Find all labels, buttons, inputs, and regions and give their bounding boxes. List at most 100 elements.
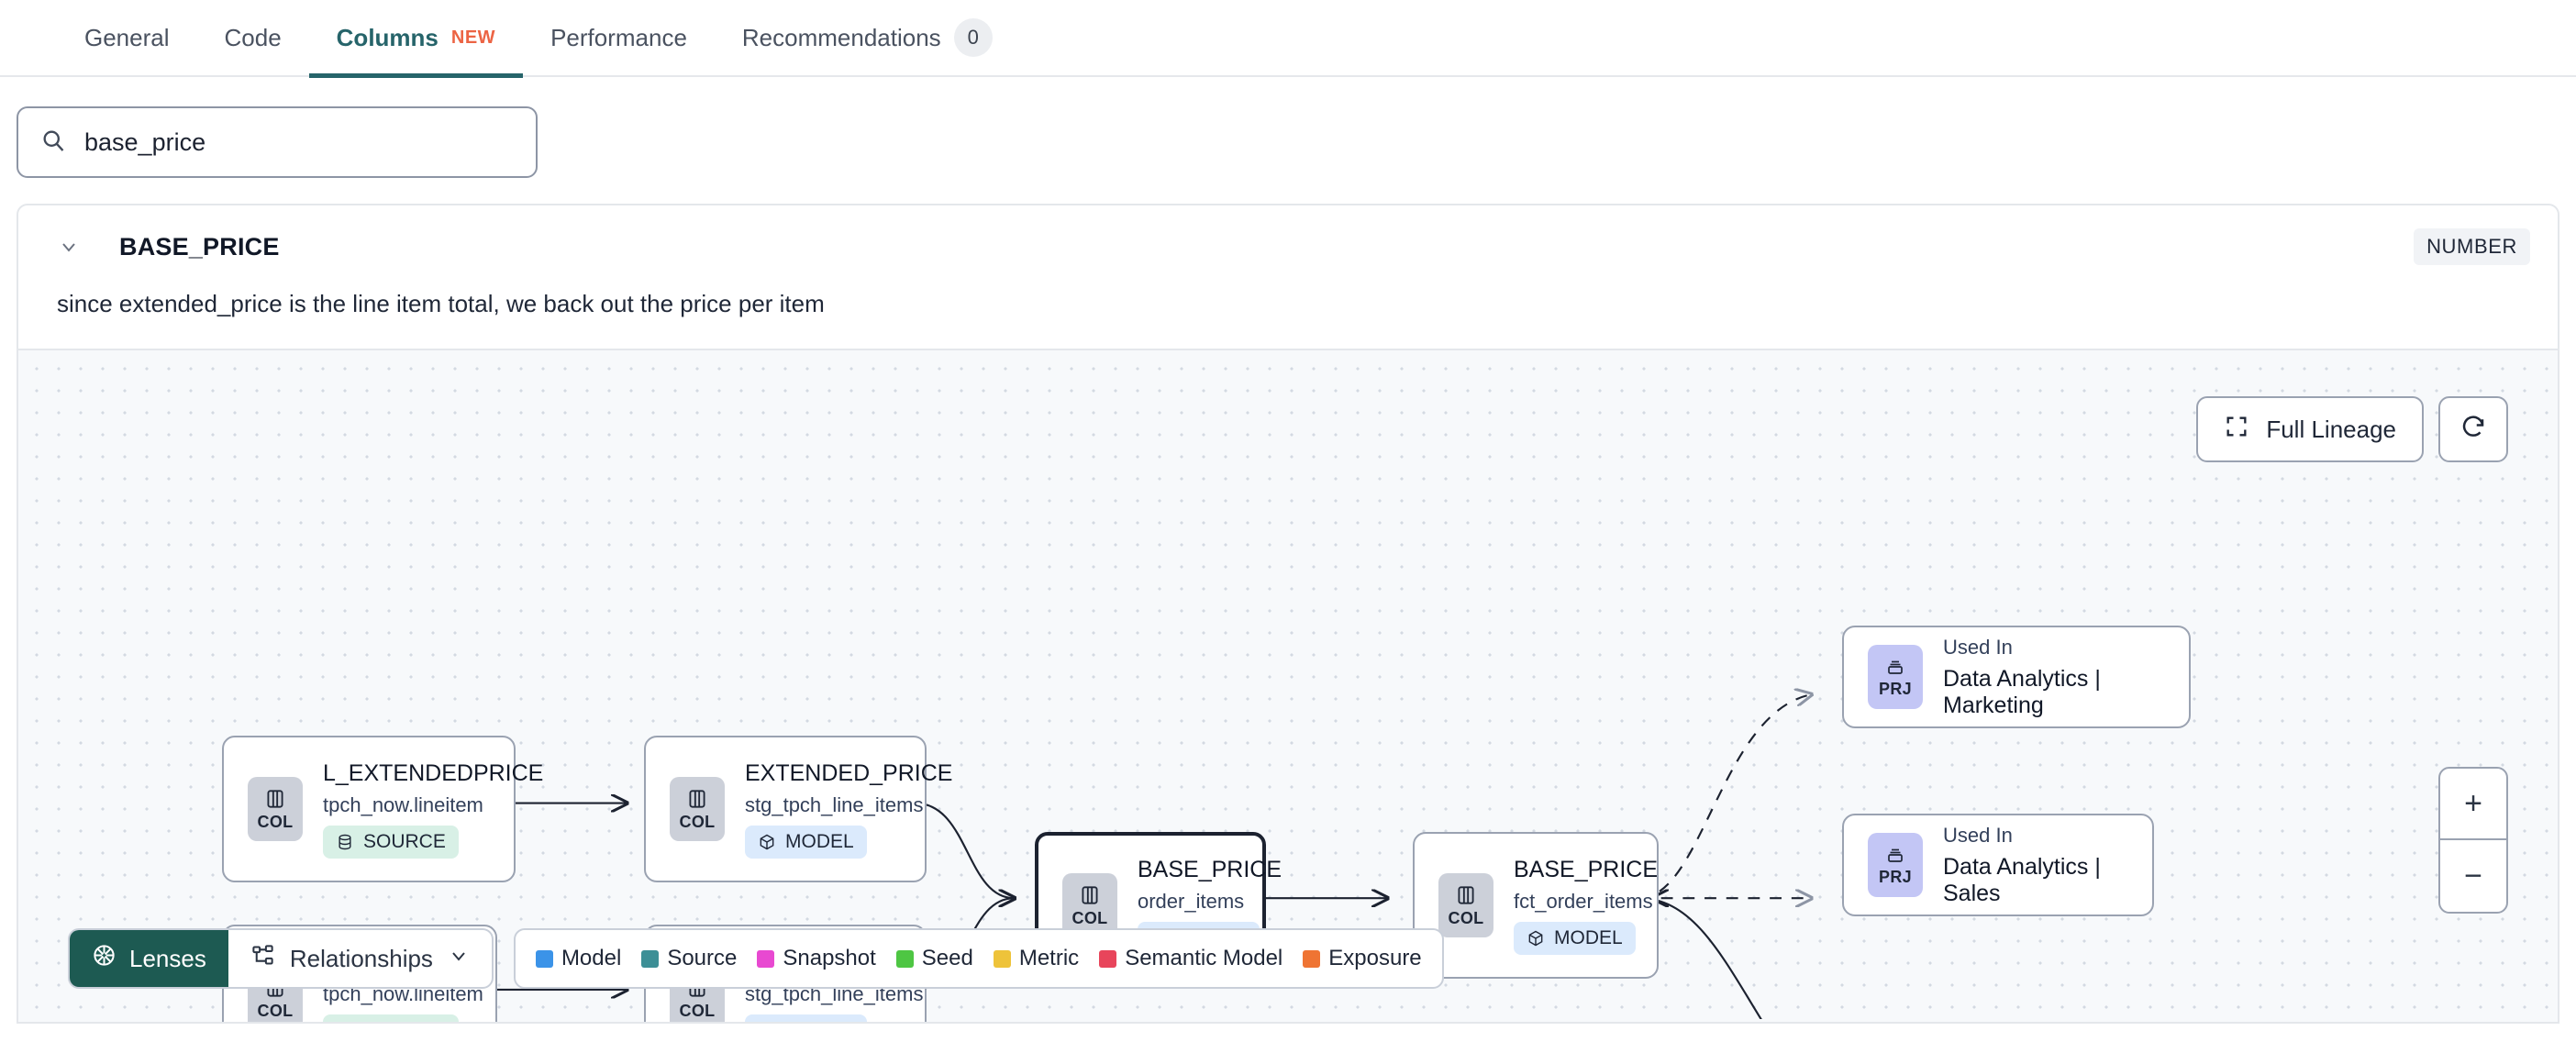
database-icon (339, 834, 351, 849)
chevron-down-icon (448, 945, 470, 973)
node-badge-source: SOURCE (323, 825, 459, 859)
node-subtitle: stg_tpch_line_items (745, 793, 924, 816)
legend-label: Metric (1018, 946, 1080, 970)
column-description: since extended_price is the line item to… (57, 290, 825, 317)
legend-item-exposure: Exposure (1303, 946, 1422, 971)
node-kind-label: COL (679, 812, 716, 831)
lineage-canvas[interactable]: COL L_EXTENDEDPRICE tpch_now.lineitem SO… (18, 349, 2558, 1022)
node-body: Used In Data Analytics | Marketing (1943, 636, 2165, 719)
node-title: EXTENDED_PRICE (745, 759, 953, 786)
node-badge-model: MODEL (1514, 921, 1636, 955)
full-lineage-button[interactable]: Full Lineage (2196, 396, 2424, 462)
node-badge-label: MODEL (1554, 926, 1623, 948)
page-title: BASE_PRICE (119, 232, 280, 260)
zoom-in-button[interactable]: + (2440, 769, 2506, 840)
node-kind-label: COL (679, 1001, 716, 1020)
node-badge-source: SOURCE (323, 1014, 459, 1023)
tab-label: Code (224, 23, 282, 51)
full-lineage-label: Full Lineage (2266, 415, 2396, 443)
node-badge-label: MODEL (785, 1020, 854, 1023)
tab-label: Recommendations (741, 23, 941, 51)
search-area (0, 77, 2576, 178)
node-kind-label: COL (257, 812, 294, 831)
new-badge: NEW (450, 27, 496, 48)
cube-icon (1528, 930, 1543, 946)
legend-item-snapshot: Snapshot (757, 946, 876, 971)
tab-bar: General Code Columns NEW Performance Rec… (0, 0, 2576, 78)
tab-recommendations[interactable]: Recommendations 0 (715, 0, 1020, 76)
prj-type-icon: PRJ (1868, 833, 1923, 897)
node-kind-label: COL (1071, 908, 1108, 927)
legend-label: Snapshot (783, 946, 876, 970)
tab-label: General (84, 23, 170, 51)
lenses-button[interactable]: Lenses (70, 930, 228, 987)
tab-label: Columns (336, 23, 439, 51)
tab-code[interactable]: Code (197, 0, 309, 76)
cube-icon (760, 834, 774, 849)
tab-columns[interactable]: Columns NEW (308, 0, 524, 78)
legend-label: Model (561, 946, 622, 970)
search-input[interactable] (84, 127, 514, 157)
zoom-out-button[interactable]: − (2464, 858, 2482, 893)
canvas-top-controls: Full Lineage (2196, 396, 2508, 462)
node-body: L_EXTENDEDPRICE tpch_now.lineitem SOURCE (323, 760, 543, 859)
col-type-icon: COL (1438, 873, 1493, 937)
legend-swatch (1303, 949, 1321, 968)
col-type-icon: COL (248, 777, 303, 841)
legend-item-model: Model (535, 946, 622, 971)
lineage-node-project-marketing[interactable]: PRJ Used In Data Analytics | Marketing (1842, 626, 2191, 728)
node-project-name: Data Analytics | Marketing (1943, 665, 2101, 718)
search-icon (40, 127, 66, 158)
node-subtitle: tpch_now.lineitem (323, 793, 483, 816)
lineage-node-base-price-fct-order-items[interactable]: COL BASE_PRICE fct_order_items MODEL (1413, 832, 1659, 979)
legend-swatch (641, 949, 660, 968)
tab-performance[interactable]: Performance (523, 0, 715, 76)
legend-label: Source (667, 946, 738, 970)
relationships-dropdown[interactable]: Relationships (228, 930, 492, 987)
col-type-icon: COL (1062, 873, 1117, 937)
lens-group: Lenses Relationships (68, 928, 494, 989)
node-body: Used In Data Analytics | Sales (1943, 824, 2128, 907)
col-type-icon: COL (670, 777, 725, 841)
node-kind-label: COL (257, 1001, 294, 1020)
node-title: L_EXTENDEDPRICE (323, 759, 544, 786)
node-badge-model: MODEL (745, 1014, 867, 1023)
lineage-node-extended-price[interactable]: COL EXTENDED_PRICE stg_tpch_line_items M… (644, 736, 952, 882)
cube-icon (758, 1022, 776, 1023)
refresh-button[interactable] (2438, 396, 2508, 462)
lineage-node-l-extendedprice[interactable]: COL L_EXTENDEDPRICE tpch_now.lineitem SO… (222, 736, 543, 882)
prj-type-icon: PRJ (1868, 645, 1923, 709)
node-kind-label: PRJ (1879, 867, 1912, 886)
node-title: BASE_PRICE (1138, 856, 1282, 882)
node-title: BASE_PRICE (1514, 856, 1659, 882)
node-badge-label: SOURCE (363, 1020, 446, 1023)
refresh-icon (2459, 414, 2487, 446)
node-kind-label: PRJ (1879, 679, 1912, 698)
legend-item-source: Source (641, 946, 737, 971)
legend-item-metric: Metric (993, 946, 1080, 971)
node-badge-label: SOURCE (363, 830, 446, 852)
node-badge-label: MODEL (785, 830, 854, 852)
search-box[interactable] (17, 106, 538, 178)
column-header: BASE_PRICE NUMBER (18, 205, 2558, 268)
relationships-label: Relationships (289, 944, 433, 972)
canvas-bottom-toolbar: Lenses Relationships (68, 928, 1444, 989)
node-kind-label: COL (1448, 908, 1484, 927)
lenses-label: Lenses (129, 944, 206, 972)
nodes-icon (250, 943, 275, 974)
node-subtitle: order_items (1138, 889, 1245, 913)
project-icon (1888, 660, 1903, 674)
lineage-node-project-sales[interactable]: PRJ Used In Data Analytics | Sales (1842, 814, 2154, 916)
legend-label: Semantic Model (1125, 946, 1283, 970)
column-card: BASE_PRICE NUMBER since extended_price i… (17, 204, 2559, 1024)
tab-general[interactable]: General (57, 0, 197, 76)
chevron-down-icon[interactable] (57, 235, 81, 259)
legend-swatch (535, 949, 553, 968)
aperture-icon (92, 943, 117, 974)
node-body: BASE_PRICE fct_order_items MODEL (1514, 857, 1658, 955)
legend-swatch (993, 949, 1011, 968)
legend-item-semantic-model: Semantic Model (1099, 946, 1282, 971)
legend-swatch (757, 949, 775, 968)
tab-label: Performance (550, 23, 687, 51)
node-subtitle: fct_order_items (1514, 889, 1653, 913)
